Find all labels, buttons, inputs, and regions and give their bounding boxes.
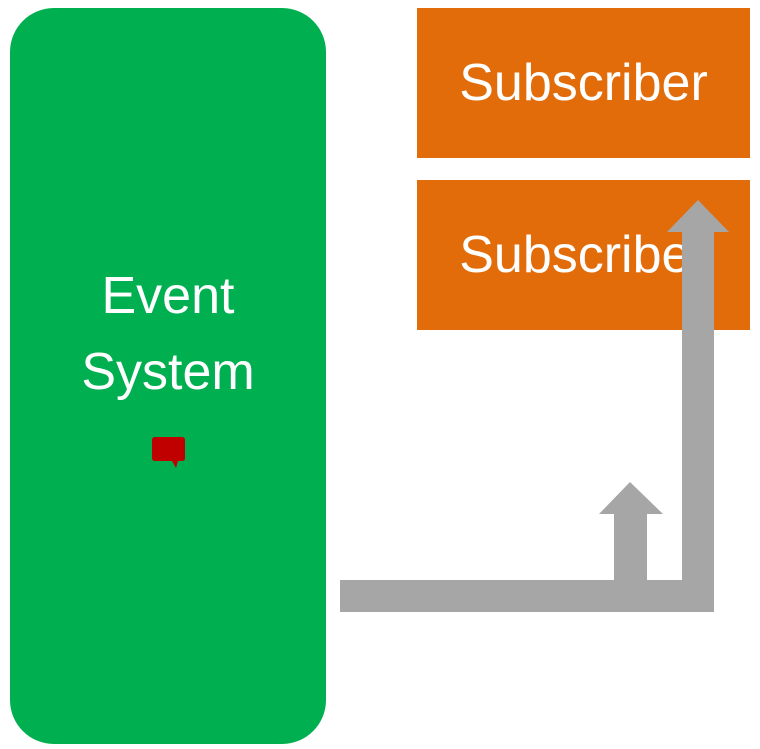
event-system-label: Event System: [81, 258, 254, 410]
event-system-label-line2: System: [81, 343, 255, 401]
subscriber-label-2: Subscriber: [459, 226, 708, 284]
subscriber-label-1: Subscriber: [459, 54, 708, 112]
event-system-label-line1: Event: [101, 267, 235, 325]
routing-arrow-shape: [340, 200, 729, 612]
subscriber-box-1: Subscriber: [417, 8, 750, 158]
message-icon: [152, 437, 185, 468]
event-system-box: Event System: [10, 8, 326, 744]
message-icon-shape: [152, 437, 185, 468]
